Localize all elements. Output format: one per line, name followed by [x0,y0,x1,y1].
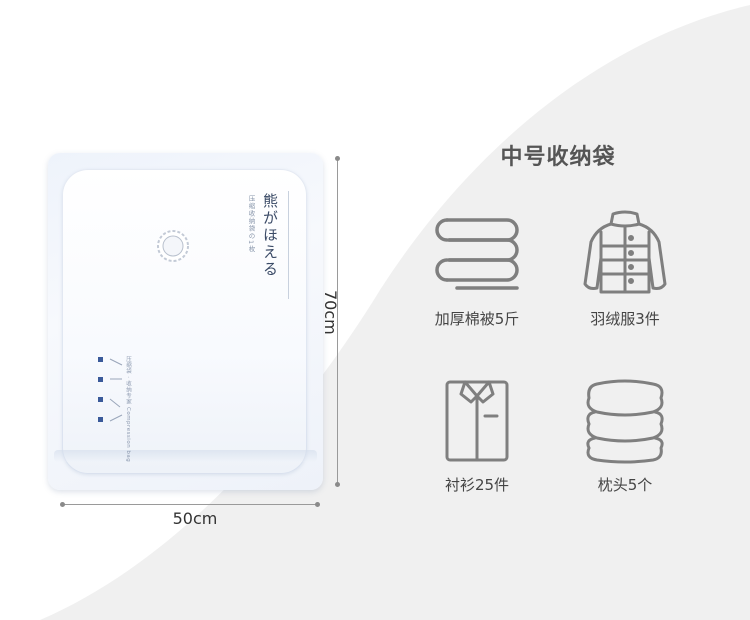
product-size-title: 中号收纳袋 [500,145,616,170]
bag-zipper-strip [54,450,317,462]
capacity-label-quilt: 加厚棉被5斤 [434,310,520,328]
capacity-item-jacket: 羽绒服3件 [565,208,685,329]
air-valve-icon [157,230,189,262]
pillow-stack-icon [586,379,664,464]
down-jacket-icon [583,210,667,294]
brand-divider [288,191,289,299]
height-dimension-line [337,159,338,485]
vacuum-bag-image: 熊がほえる 压缩收纳袋の1枚 压缩袋 · 收纳专家 Compression ba… [48,153,323,490]
brand-subtitle: 压缩收纳袋の1枚 [247,195,255,253]
capacity-label-shirt: 衬衫25件 [444,476,510,494]
width-dimension-start-dot [60,502,65,507]
capacity-item-shirt: 衬衫25件 [417,372,537,495]
capacity-label-jacket: 羽绒服3件 [590,310,660,328]
width-dimension-end-dot [315,502,320,507]
compression-steps-graphic [98,357,123,422]
height-dimension-start-dot [335,156,340,161]
capacity-label-pillow: 枕头5个 [597,476,653,494]
brand-name: 熊がほえる [261,193,279,278]
height-label: 70cm [321,290,340,335]
width-dimension-line [62,504,317,505]
bag-product-text: 压缩袋 · 收纳专家 Compression bag [125,356,131,463]
folded-quilt-icon [435,218,519,290]
shirt-icon [445,380,509,462]
capacity-item-pillow: 枕头5个 [565,372,685,495]
width-label: 50cm [172,509,218,528]
capacity-item-quilt: 加厚棉被5斤 [417,208,537,329]
height-dimension-end-dot [335,482,340,487]
bag-body [62,169,307,474]
